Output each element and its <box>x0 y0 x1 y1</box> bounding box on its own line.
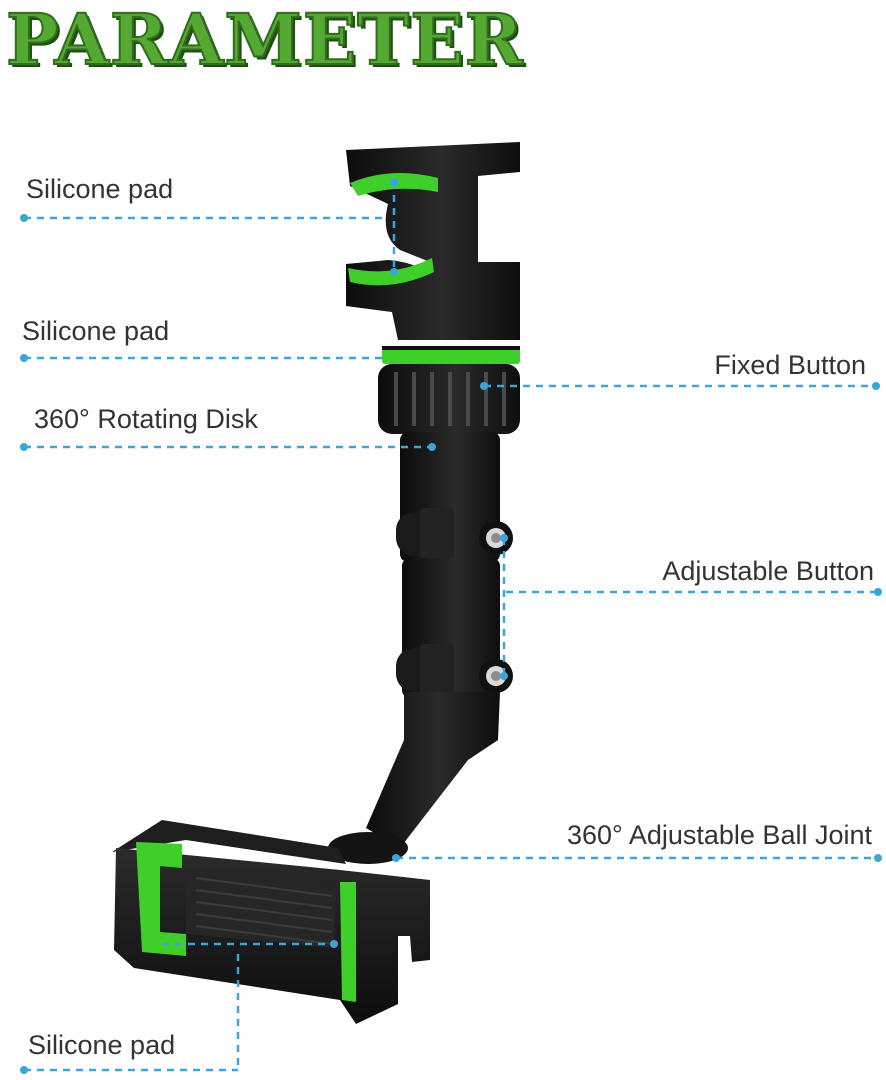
label-adjustable-button: Adjustable Button <box>662 556 874 586</box>
green-ring <box>382 348 520 364</box>
label-silicone-pad-mid: Silicone pad <box>22 316 170 346</box>
cradle-silicone-pad-right <box>340 882 356 1002</box>
arm <box>366 432 513 848</box>
label-silicone-pad-bottom: Silicone pad <box>28 1030 176 1060</box>
leader-dots <box>20 178 882 1074</box>
top-clip <box>346 142 520 340</box>
cradle-silicone-pad-left <box>136 842 186 956</box>
label-ball-joint: 360° Adjustable Ball Joint <box>566 820 872 850</box>
label-fixed-button: Fixed Button <box>714 350 866 380</box>
leader-lines <box>24 182 878 1072</box>
page-title: PARAMETER <box>5 0 524 81</box>
phone-cradle <box>112 820 430 1024</box>
label-rotating-disk: 360° Rotating Disk <box>34 404 258 434</box>
rotating-disk <box>378 364 520 434</box>
ball-joint <box>328 832 408 864</box>
label-silicone-pad-top: Silicone pad <box>26 174 174 204</box>
